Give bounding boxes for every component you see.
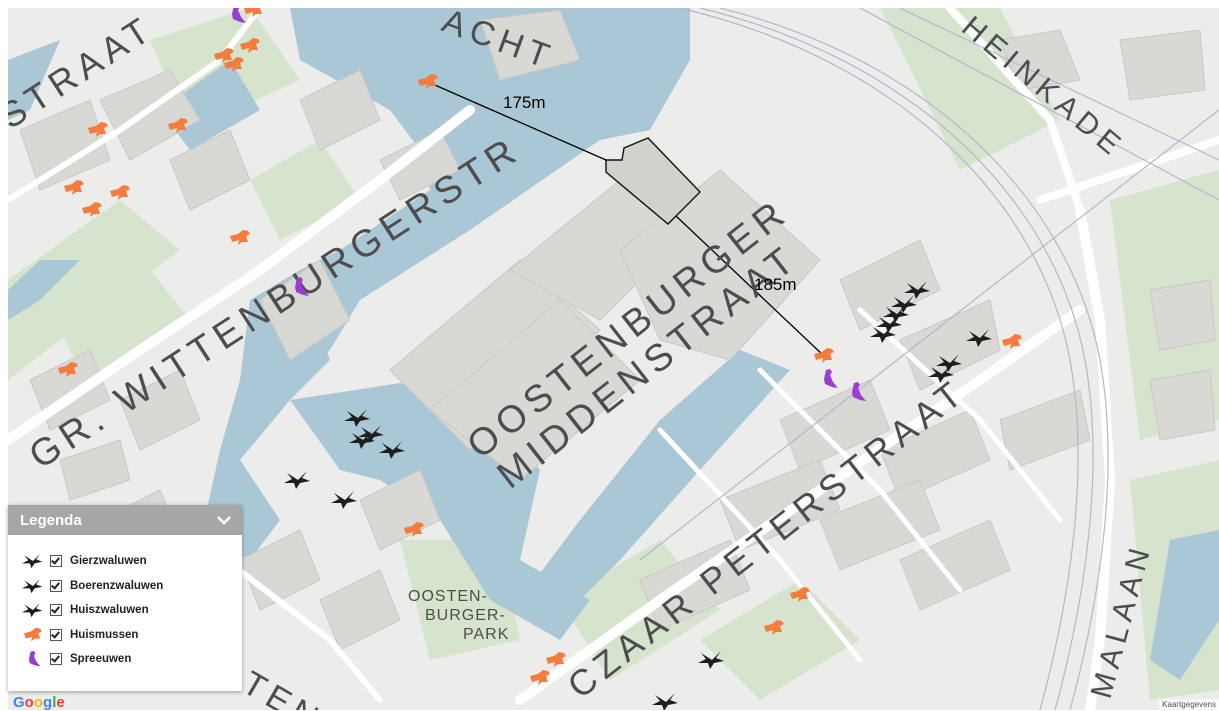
barn-swallow-icon	[22, 578, 43, 593]
checkbox-boerenzwaluwen[interactable]	[50, 579, 62, 592]
checkbox-huiszwaluwen[interactable]	[50, 604, 62, 617]
distance-label-2: 185m	[754, 275, 797, 294]
checkbox-spreeuwen[interactable]	[50, 653, 62, 666]
legend-item-spreeuwen: Spreeuwen	[22, 647, 242, 672]
project-building[interactable]	[605, 137, 701, 225]
legend-item-huismussen: Huismussen	[22, 623, 242, 648]
map-view[interactable]: GR. WITTENBURGERSTR STRAAT ACHT HEINKADE…	[8, 8, 1219, 710]
legend-item-gierzwaluwen: Gierzwaluwen	[22, 549, 242, 574]
legend-label-spreeuwen: Spreeuwen	[70, 653, 132, 666]
park-label-2: BURGER-	[425, 607, 506, 624]
checkbox-gierzwaluwen[interactable]	[50, 555, 62, 568]
roads	[8, 8, 1219, 710]
legend-title: Legenda	[20, 511, 82, 529]
distance-label-1: 175m	[503, 93, 546, 112]
legend-label-gierzwaluwen: Gierzwaluwen	[70, 555, 147, 568]
sparrow-icon	[24, 627, 42, 642]
google-logo[interactable]: Google	[13, 694, 65, 711]
measurement-line-1	[427, 81, 607, 161]
map-attribution[interactable]: Kaartgegevens	[1159, 699, 1219, 710]
house-martin-icon	[22, 603, 43, 618]
legend-label-huismussen: Huismussen	[70, 628, 139, 641]
legend-list: Gierzwaluwen Boerenzwaluwen Huiszwaluwen…	[8, 535, 242, 672]
rail-lines	[639, 8, 1219, 710]
legend-label-huiszwaluwen: Huiszwaluwen	[70, 604, 149, 617]
legend-item-boerenzwaluwen: Boerenzwaluwen	[22, 574, 242, 599]
legend-label-boerenzwaluwen: Boerenzwaluwen	[70, 579, 164, 592]
measurement-line-2	[675, 215, 825, 357]
checkbox-huismussen[interactable]	[50, 628, 62, 641]
legend-panel: Legenda Gierzwaluwen Boerenzwaluwen Huis…	[8, 505, 242, 691]
chevron-down-icon[interactable]	[216, 514, 232, 526]
park-label-1: OOSTEN-	[408, 588, 488, 605]
park-label-3: PARK	[463, 626, 509, 643]
legend-item-huiszwaluwen: Huiszwaluwen	[22, 598, 242, 623]
swift-icon	[22, 554, 43, 569]
legend-header[interactable]: Legenda	[8, 505, 242, 535]
map-canvas[interactable]: GR. WITTENBURGERSTR STRAAT ACHT HEINKADE…	[8, 8, 1219, 710]
starling-icon	[28, 651, 41, 667]
